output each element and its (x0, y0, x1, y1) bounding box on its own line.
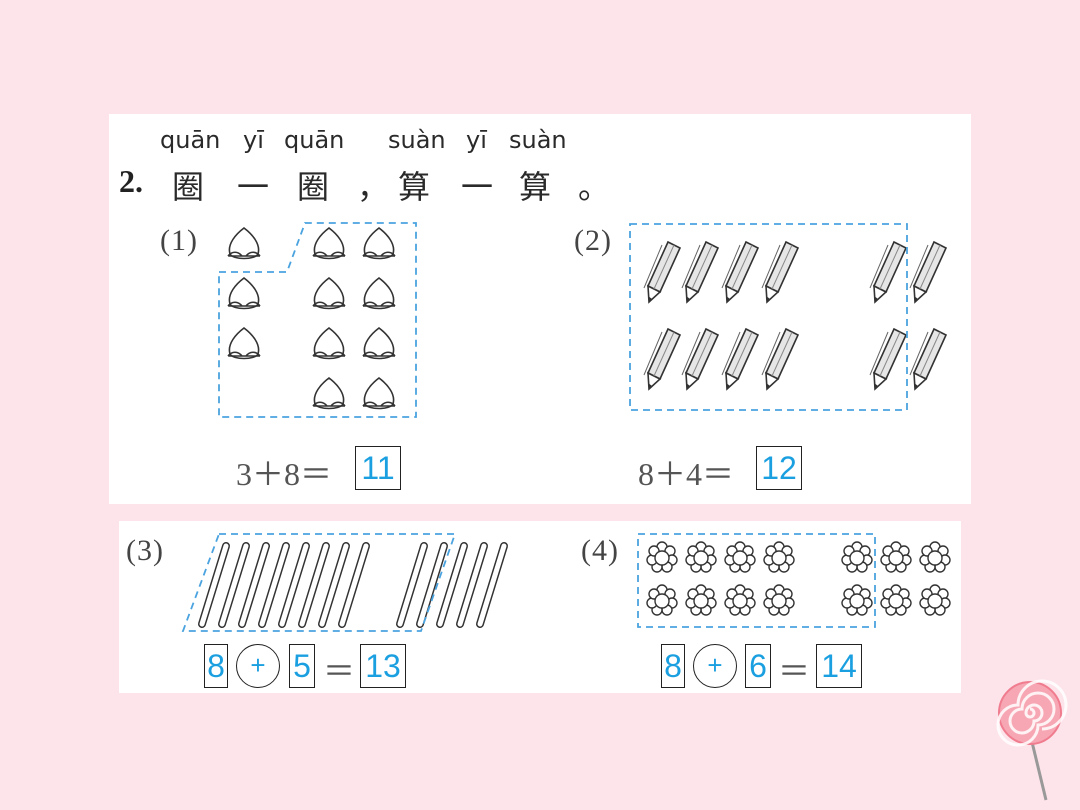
equation-2: 8＋4＝ (638, 456, 735, 492)
answer-box-1[interactable]: 11 (355, 446, 401, 490)
circle-selection-2 (629, 223, 908, 411)
pinyin-3: quān (284, 126, 345, 154)
operand-box-3a[interactable]: 8 (204, 644, 228, 688)
equation-1: 3＋8＝ (236, 456, 333, 492)
pinyin-1: quān (160, 126, 221, 154)
operand-box-4a[interactable]: 8 (661, 644, 685, 688)
problem-3-label: (3) (126, 534, 164, 567)
equals-sign-3: ＝ (323, 653, 356, 689)
operand-box-3b[interactable]: 5 (289, 644, 315, 688)
pinyin-2: yī (243, 126, 264, 154)
equals-sign-4: ＝ (778, 653, 811, 689)
problem-1-label: (1) (160, 224, 198, 257)
operator-circle-4[interactable]: + (693, 644, 737, 688)
problem-2-label: (2) (574, 224, 612, 257)
title-char-7: 算 (519, 168, 552, 206)
lollipop-icon (996, 679, 1068, 801)
pencil-icons (643, 241, 947, 390)
operator-circle-3[interactable]: + (236, 644, 280, 688)
peach-icons (227, 227, 396, 410)
circle-selection-3 (181, 533, 457, 632)
title-char-6: 一 (461, 168, 494, 206)
question-number: 2. (119, 163, 143, 199)
pinyin-4: suàn (388, 126, 446, 154)
circle-selection-1 (218, 222, 417, 418)
answer-box-3[interactable]: 13 (360, 644, 406, 688)
title-char-1: 圈 (172, 168, 205, 206)
title-char-5: 算 (398, 168, 431, 206)
title-char-8: 。 (578, 168, 611, 206)
worksheet-card-top (109, 114, 971, 504)
problem-4-label: (4) (581, 534, 619, 567)
pinyin-5: yī (466, 126, 487, 154)
title-char-3: 圈 (297, 168, 330, 206)
circle-selection-4 (637, 533, 876, 628)
pinyin-6: suàn (509, 126, 567, 154)
operand-box-4b[interactable]: 6 (745, 644, 771, 688)
stick-icons (202, 546, 504, 624)
answer-box-4[interactable]: 14 (816, 644, 862, 688)
flower-icons (646, 541, 951, 616)
title-char-4: ， (357, 168, 390, 206)
title-char-2: 一 (237, 168, 270, 206)
answer-box-2[interactable]: 12 (756, 446, 802, 490)
